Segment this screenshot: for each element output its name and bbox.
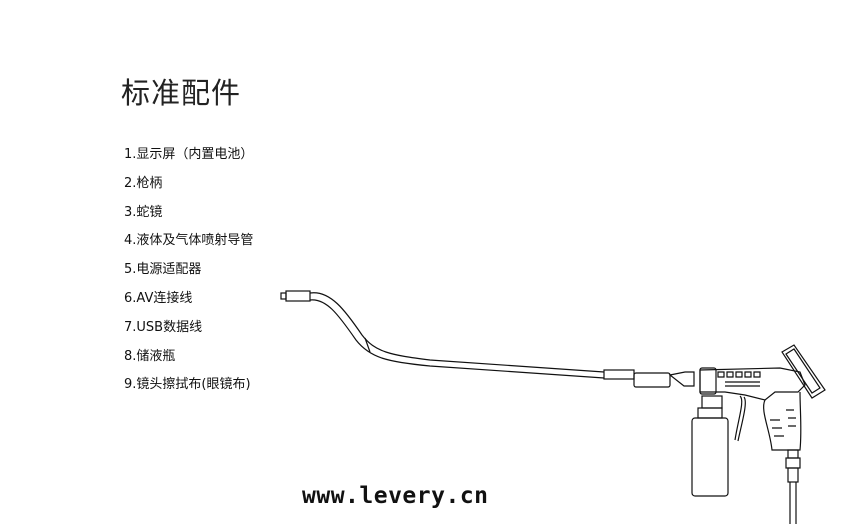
display-screen — [781, 344, 826, 399]
list-item: 1.显示屏（内置电池） — [124, 147, 254, 162]
accessory-list: 1.显示屏（内置电池） 2.枪柄 3.蛇镜 4.液体及气体喷射导管 5.电源适配… — [124, 143, 253, 402]
list-item: 5.电源适配器 — [124, 262, 202, 278]
list-item: 8.储液瓶 — [124, 348, 176, 364]
hose-connector — [785, 449, 801, 524]
cable-collar — [603, 369, 695, 388]
list-item: 3.蛇镜 — [124, 204, 163, 220]
list-item: 9.镜头擦拭布(眼镜布) — [124, 377, 251, 393]
list-item: 2.枪柄 — [124, 175, 163, 191]
liquid-bottle — [691, 395, 729, 497]
snake-cable — [309, 292, 605, 379]
page-title: 标准配件 — [121, 76, 242, 110]
gun-handle — [699, 367, 806, 451]
list-item: 6.AV连接线 — [124, 290, 193, 306]
probe-tip — [280, 290, 311, 302]
list-item: 4.液体及气体喷射导管 — [124, 233, 254, 249]
list-item: 7.USB数据线 — [124, 319, 203, 335]
website-url: www.levery.cn — [302, 483, 489, 509]
